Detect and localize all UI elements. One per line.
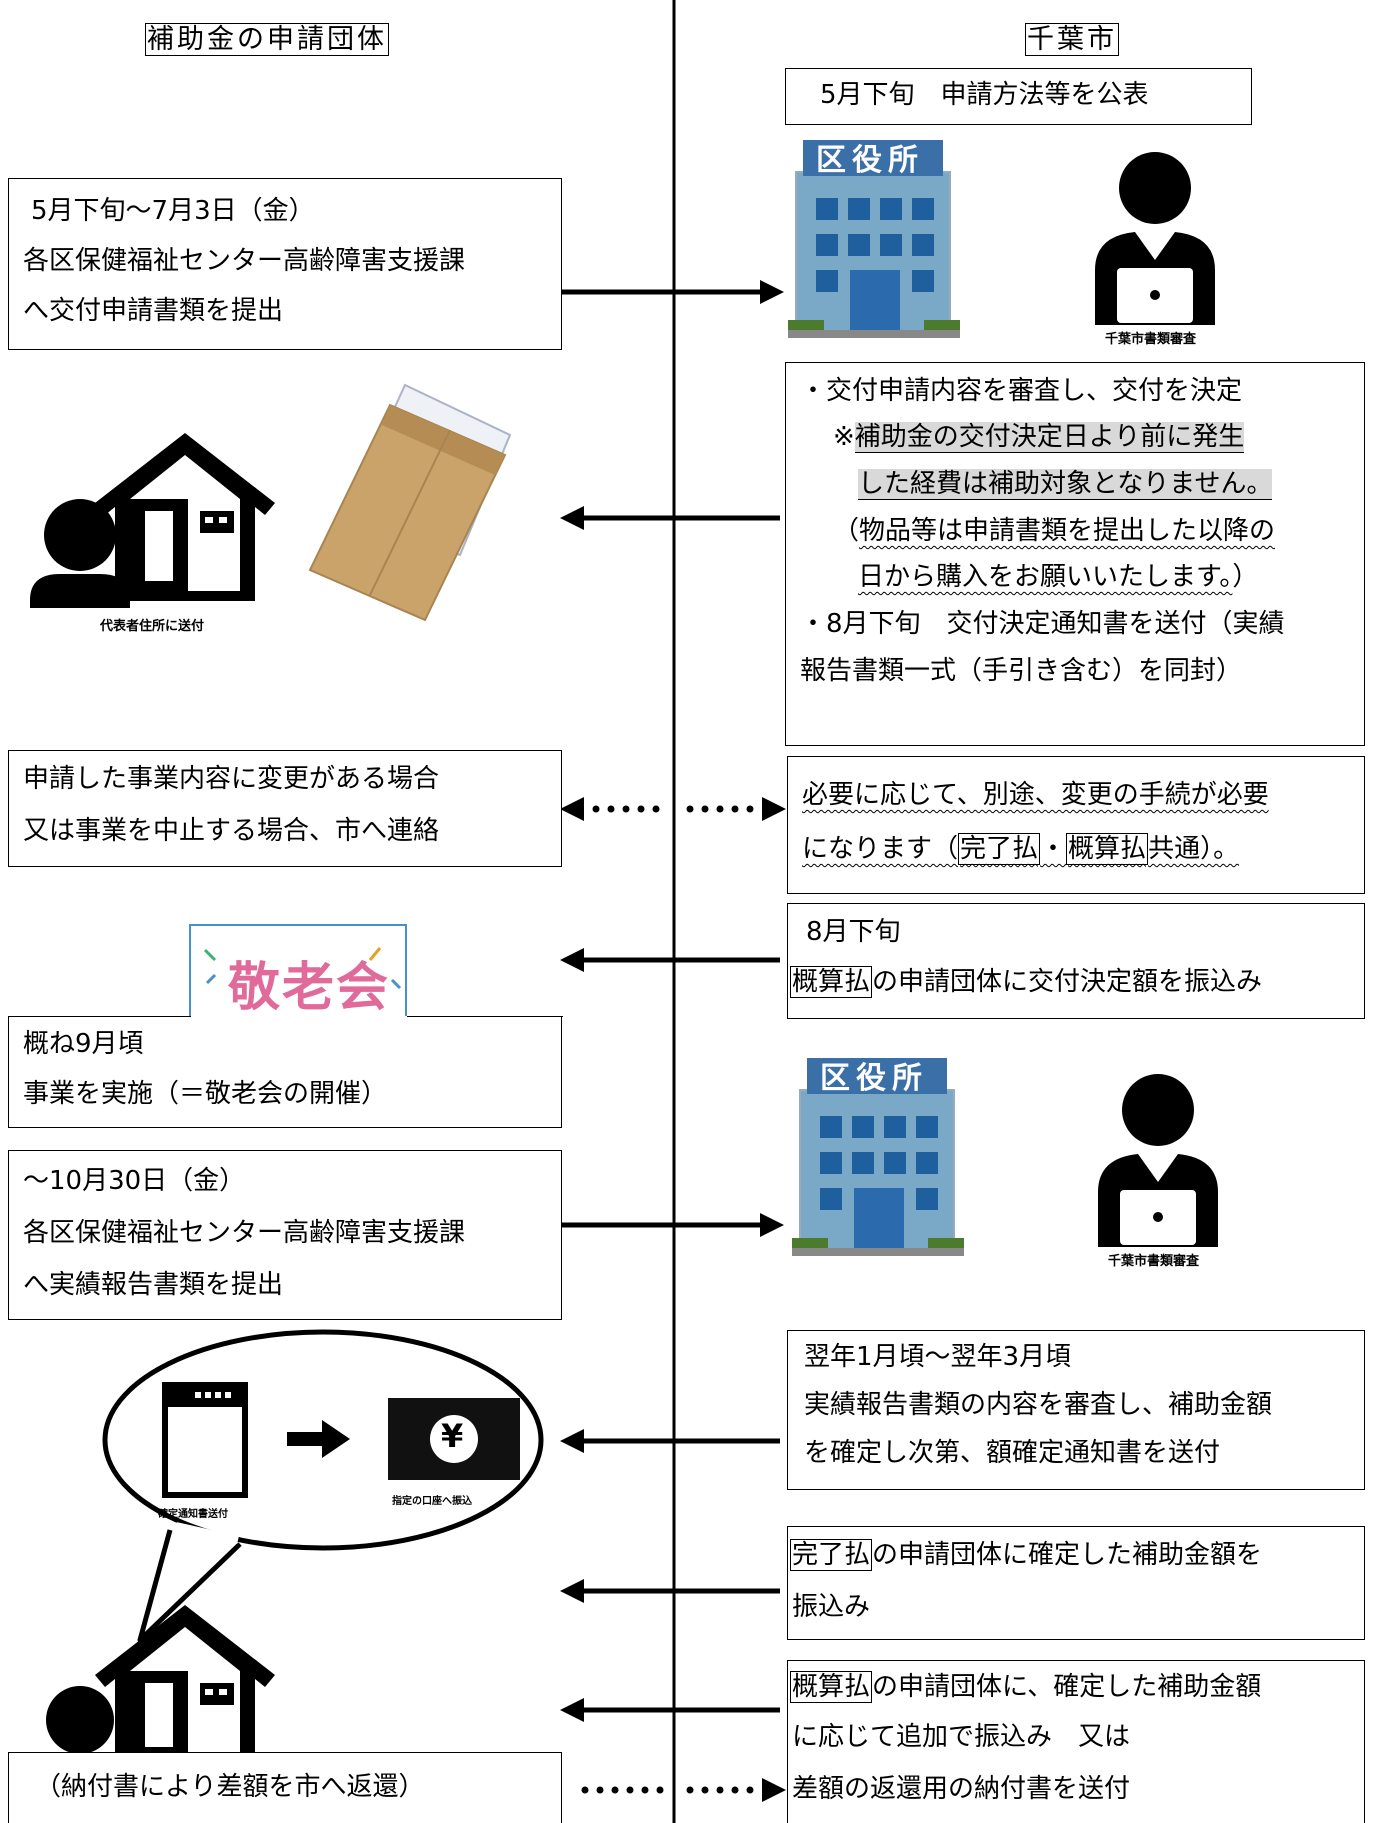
step9-line1: 完了払の申請団体に確定した補助金額を: [790, 1539, 1263, 1571]
step1-text: 5月下旬 申請方法等を公表: [820, 80, 1149, 110]
step8-line1: 翌年1月頃～翌年3月頃: [804, 1342, 1072, 1372]
representative-person-icon: [30, 499, 130, 608]
lump-sum-tag: 完了払: [958, 833, 1041, 865]
step4-line2: 又は事業を中止する場合、市へ連絡: [23, 816, 440, 846]
step10l-text: （納付書により差額を市へ返還）: [35, 1772, 425, 1802]
house-icon-2: [95, 1605, 275, 1767]
step5-line1: 8月下旬: [806, 917, 901, 947]
arrow-advance-payment: [560, 948, 780, 972]
header-applicant: 補助金の申請団体: [145, 23, 389, 56]
envelope-icon: [308, 383, 512, 622]
step6-line2: 事業を実施（＝敬老会の開催）: [23, 1079, 388, 1109]
notice-document-icon: [162, 1382, 248, 1498]
bank-transfer-icon: [388, 1398, 520, 1480]
building-sign: 区役所: [816, 143, 924, 178]
step10l-box: （納付書により差額を市へ返還）: [8, 1752, 562, 1823]
ward-office-building-icon: [788, 140, 960, 338]
step8-box: 翌年1月頃～翌年3月頃 実績報告書類の内容を審査し、補助金額 を確定し次第、額確…: [787, 1330, 1365, 1490]
step5-box: 8月下旬 概算払の申請団体に交付決定額を振込み: [787, 903, 1365, 1019]
review-caption-2: 千葉市書類審査: [1108, 1254, 1200, 1269]
keirokai-label: 敬老会: [228, 958, 391, 1018]
step8-line3: を確定し次第、額確定通知書を送付: [804, 1438, 1221, 1468]
arrow-confirmation-notice: [560, 1429, 780, 1453]
step4r-line1: 必要に応じて、別途、変更の手続が必要: [802, 780, 1269, 810]
notice-caption: 確定通知書送付: [158, 1509, 228, 1520]
step10-line2: に応じて追加で振込み 又は: [792, 1722, 1131, 1752]
step9-box: 完了払の申請団体に確定した補助金額を 振込み: [787, 1526, 1365, 1640]
step3-line3: した経費は補助対象となりません。: [858, 469, 1273, 500]
step10-line1: 概算払の申請団体に、確定した補助金額: [790, 1671, 1262, 1703]
step7-line3: へ実績報告書類を提出: [23, 1270, 284, 1300]
arrow-change-contact: [560, 797, 786, 821]
step3-line2: ※補助金の交付決定日より前に発生: [833, 422, 1245, 453]
arrow-final-payment: [560, 1579, 780, 1603]
step10-line3: 差額の返還用の納付書を送付: [792, 1774, 1131, 1804]
arrow-refund: [581, 1778, 786, 1802]
step4-line1: 申請した事業内容に変更がある場合: [23, 764, 440, 794]
step2-line1: 5月下旬～7月3日（金）: [31, 196, 315, 226]
step3-line5: 日から購入をお願いいたします。）: [858, 562, 1259, 592]
step4r-box: 必要に応じて、別途、変更の手続が必要 になります（完了払・概算払共通）。: [787, 756, 1365, 894]
yen-icon: ¥: [441, 1417, 464, 1455]
step7-line2: 各区保健福祉センター高齢障害支援課: [23, 1218, 466, 1248]
step3-line4: （物品等は申請書類を提出した以降の: [833, 516, 1276, 546]
step3-box: ・交付申請内容を審査し、交付を決定 ※補助金の交付決定日より前に発生 した経費は…: [785, 362, 1365, 746]
mail-caption: 代表者住所に送付: [100, 619, 205, 634]
ward-office-building-icon-2: [792, 1058, 964, 1256]
step2-line3: へ交付申請書類を提出: [23, 296, 284, 326]
right-arrow-icon: [287, 1420, 350, 1458]
building-sign-2: 区役所: [820, 1061, 928, 1096]
review-caption: 千葉市書類審査: [1105, 332, 1197, 347]
step6-box: 概ね9月頃 事業を実施（＝敬老会の開催）: [8, 1016, 563, 1128]
arrow-submit-report: [562, 1213, 784, 1237]
step6-line1: 概ね9月頃: [23, 1029, 144, 1059]
step10-box: 概算払の申請団体に、確定した補助金額 に応じて追加で振込み 又は 差額の返還用の…: [787, 1660, 1365, 1823]
step2-line2: 各区保健福祉センター高齢障害支援課: [23, 246, 466, 276]
step5-line2: 概算払の申請団体に交付決定額を振込み: [790, 966, 1263, 998]
step8-line2: 実績報告書類の内容を審査し、補助金額: [804, 1390, 1273, 1420]
step2-box: 5月下旬～7月3日（金） 各区保健福祉センター高齢障害支援課 へ交付申請書類を提…: [8, 178, 562, 350]
step4-box: 申請した事業内容に変更がある場合 又は事業を中止する場合、市へ連絡: [8, 750, 562, 867]
arrow-submit-application: [562, 280, 784, 304]
step9-line2: 振込み: [792, 1592, 871, 1622]
step1-box: 5月下旬 申請方法等を公表: [785, 68, 1252, 125]
reviewer-person-icon-2: [1098, 1074, 1218, 1247]
step3-line6: ・8月下旬 交付決定通知書を送付（実績: [800, 609, 1285, 639]
reviewer-person-icon: [1095, 152, 1215, 325]
transfer-caption: 指定の口座へ振込: [392, 1496, 472, 1507]
step3-line1: ・交付申請内容を審査し、交付を決定: [800, 376, 1243, 406]
advance-tag: 概算払: [1066, 833, 1149, 865]
step7-box: ～10月30日（金） 各区保健福祉センター高齢障害支援課 へ実績報告書類を提出: [8, 1150, 562, 1320]
step7-line1: ～10月30日（金）: [23, 1166, 246, 1196]
arrow-decision-notice: [560, 506, 780, 530]
header-chiba-city: 千葉市: [1025, 23, 1119, 56]
step3-line7: 報告書類一式（手引き含む）を同封）: [800, 656, 1243, 686]
house-icon: [95, 433, 275, 601]
step4r-line2: になります（完了払・概算払共通）。: [802, 833, 1240, 865]
arrow-additional-payment: [560, 1698, 780, 1722]
